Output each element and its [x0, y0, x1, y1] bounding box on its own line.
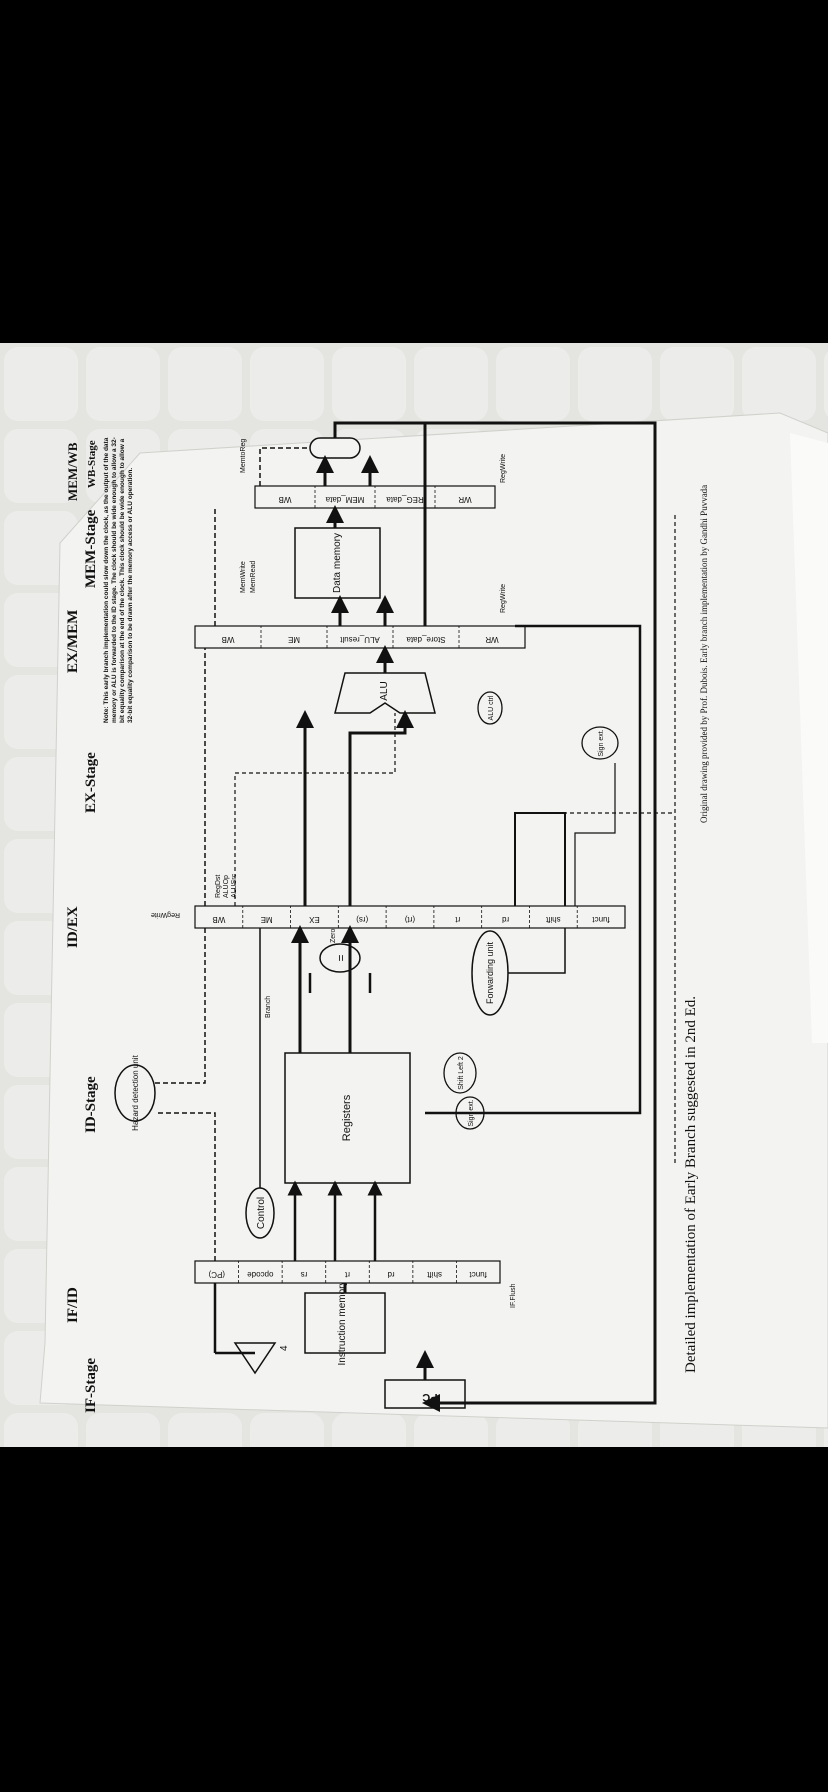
ifid-fields-field: funct — [469, 1270, 487, 1279]
wiring — [155, 421, 676, 1412]
alu-control — [477, 691, 503, 725]
signal-regwrite-wb: RegWrite — [500, 454, 507, 483]
stage-mem: MEM-Stage — [83, 509, 99, 588]
memwb-fields-field: MEM_data — [325, 495, 364, 504]
idex-fields-field: EX — [308, 915, 319, 924]
forwarding-label: Forwarding unit — [485, 941, 495, 1004]
idex-fields-field: WB — [212, 915, 225, 924]
note-text: Note: This early branch implementation c… — [103, 437, 134, 723]
exmem-register — [194, 625, 526, 649]
stage-id: ID-Stage — [83, 1076, 99, 1133]
note-box: Note: This early branch implementation c… — [103, 437, 134, 723]
shift-left-label: Shift Left 2 — [458, 1056, 465, 1090]
signal-memtoreg: MemtoReg — [240, 439, 247, 473]
exmem-fields-field: WR — [485, 635, 499, 644]
stage-wb: WB-Stage — [86, 440, 98, 488]
adder-constant: 4 — [279, 1345, 290, 1351]
idex-fields-field: (rt) — [405, 915, 416, 924]
ifid-fields-field: rt — [344, 1270, 350, 1279]
stage-idex: ID/EX — [65, 906, 81, 948]
control-label: Control — [256, 1197, 267, 1229]
sign-ext-ex — [581, 726, 619, 760]
idex-fields-field: funct — [592, 915, 610, 924]
signal-zero: Zero — [330, 929, 337, 944]
ifid-register — [194, 1260, 501, 1284]
signal-memread: MemRead — [250, 561, 257, 593]
register-file — [284, 1052, 411, 1184]
equals-label: = — [334, 954, 348, 961]
photo: IF-Stage IF/ID ID-Stage ID/EX EX-Stage E… — [0, 343, 828, 1447]
paper-edge — [790, 433, 828, 1043]
signal-if-flush: IF.Flush — [510, 1283, 517, 1308]
pc-adder — [233, 1342, 277, 1375]
alu-label: ALU — [379, 681, 390, 700]
hazard-detection-unit — [114, 1064, 156, 1122]
ifid-fields-field: (PC) — [208, 1270, 225, 1279]
ifid-fields: (PC) opcode rs rt rd shift funct — [208, 1261, 487, 1283]
sign-ext-ex-label: Sign ext. — [598, 729, 605, 756]
alu — [334, 672, 436, 714]
memwb-fields-field: REG_data — [386, 495, 424, 504]
stage-ifid: IF/ID — [65, 1287, 81, 1323]
alu-ctrl-label: ALU ctrl — [488, 695, 495, 720]
exmem-fields-field: ME — [288, 635, 300, 644]
idex-fields: WB ME EX (rs) (rt) rt rd shift funct — [212, 906, 610, 928]
diagram: IF-Stage IF/ID ID-Stage ID/EX EX-Stage E… — [65, 421, 709, 1413]
exmem-fields-field: Store_data — [406, 635, 446, 644]
exmem-fields-field: ALU_result — [339, 635, 379, 644]
ifid-fields-field: rd — [388, 1270, 395, 1279]
registers-label: Registers — [341, 1094, 353, 1141]
memwb-fields-field: WB — [279, 495, 292, 504]
stage-ex: EX-Stage — [83, 752, 99, 813]
photo-canvas: IF-Stage IF/ID ID-Stage ID/EX EX-Stage E… — [0, 343, 828, 1447]
stage-memwb: MEM/WB — [65, 442, 80, 501]
stage-if: IF-Stage — [83, 1358, 99, 1413]
idex-fields-field: rt — [455, 915, 461, 924]
signal-regwrite: RegWrite — [151, 911, 180, 918]
shift-left-2 — [443, 1052, 477, 1094]
idex-register — [194, 905, 626, 929]
signal-alusrc: ALUSrc — [231, 873, 238, 898]
memwb-fields: WB MEM_data REG_data WR — [279, 486, 472, 508]
stage-labels: IF-Stage IF/ID ID-Stage ID/EX EX-Stage E… — [65, 440, 99, 1413]
signal-aluop: ALUOp — [223, 875, 230, 898]
exmem-fields-field: WB — [222, 635, 235, 644]
ifid-fields-field: rs — [301, 1270, 308, 1279]
writeback-mux — [309, 437, 361, 459]
signal-labels: RegWrite RegDst ALUOp ALUSrc MemWrite Me… — [151, 439, 517, 1308]
signal-memwrite: MemWrite — [240, 561, 247, 593]
idex-fields-field: ME — [261, 915, 273, 924]
idex-fields-field: rd — [502, 915, 509, 924]
idex-fields-field: (rs) — [356, 915, 368, 924]
ifid-fields-field: shift — [427, 1270, 442, 1279]
ifid-fields-field: opcode — [247, 1270, 274, 1279]
stage-exmem: EX/MEM — [65, 610, 81, 673]
memwb-fields-field: WR — [458, 495, 472, 504]
signal-regdst: RegDst — [215, 875, 222, 898]
hazard-label: Hazard detection unit — [131, 1054, 140, 1130]
signal-branch: Branch — [265, 996, 272, 1018]
pc-label: PC — [422, 1391, 437, 1403]
exmem-fields: WB ME ALU_result Store_data WR — [222, 626, 499, 648]
instruction-memory-label: Instruction memory — [337, 1280, 348, 1365]
caption: Detailed implementation of Early Branch … — [683, 996, 699, 1373]
data-memory-label: Data memory — [332, 533, 343, 593]
credit: Original drawing provided by Prof. Duboi… — [699, 485, 709, 823]
idex-fields-field: shift — [545, 915, 560, 924]
signal-regwrite-mem: RegWrite — [500, 584, 507, 613]
